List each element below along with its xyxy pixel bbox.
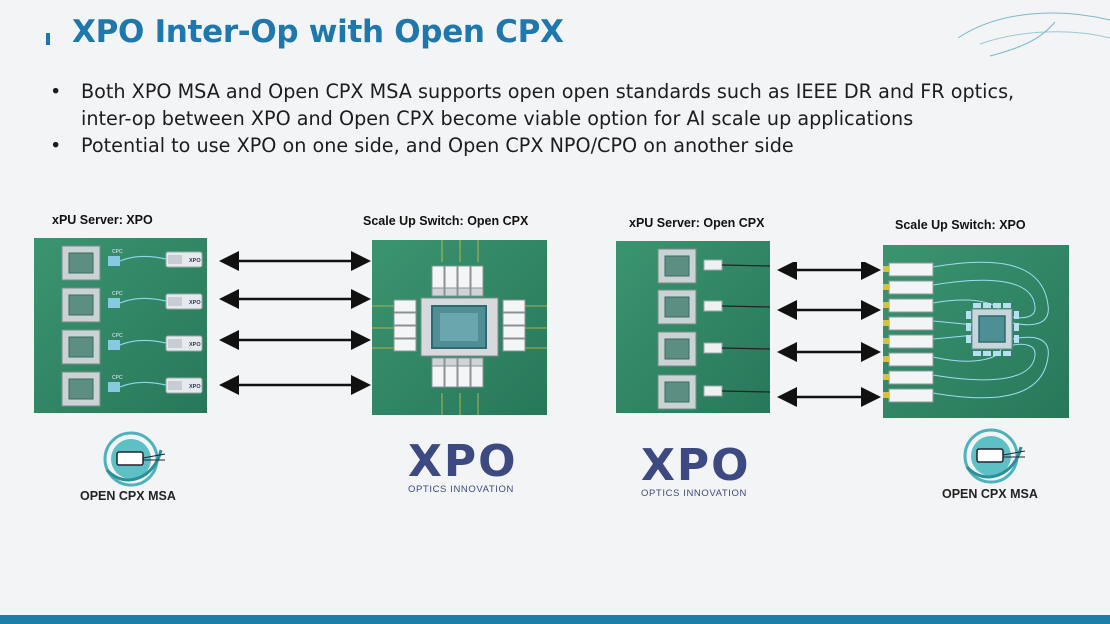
slide-title: XPO Inter-Op with Open CPX — [72, 14, 564, 50]
left-xpo-logo: XPO OPTICS INNOVATION — [408, 436, 518, 496]
bullet-text: Both XPO MSA and Open CPX MSA supports o… — [81, 80, 1015, 130]
xpo-logo-subtitle: OPTICS INNOVATION — [408, 484, 514, 495]
left-open-cpx-logo-text: OPEN CPX MSA — [80, 489, 176, 503]
left-server-label: xPU Server: XPO — [52, 213, 153, 227]
left-link-arrows — [219, 251, 371, 395]
open-cpx-msa-logo-icon — [103, 431, 166, 487]
right-server-board — [616, 241, 770, 413]
right-open-cpx-logo-text: OPEN CPX MSA — [942, 487, 1038, 501]
right-switch-label: Scale Up Switch: XPO — [895, 218, 1026, 232]
title-accent-bar — [46, 33, 50, 45]
right-switch-board — [883, 245, 1069, 418]
bullet-text: Potential to use XPO on one side, and Op… — [81, 134, 794, 157]
bullet-list: • Both XPO MSA and Open CPX MSA supports… — [46, 78, 1056, 159]
bullet-item: • Potential to use XPO on one side, and … — [46, 132, 1056, 159]
xpo-logo-word: XPO — [641, 440, 751, 491]
right-link-arrows — [777, 262, 881, 407]
bullet-dot: • — [50, 134, 62, 157]
right-xpo-logo: XPO OPTICS INNOVATION — [641, 440, 751, 500]
right-server-label: xPU Server: Open CPX — [629, 216, 765, 230]
open-cpx-msa-logo-icon — [963, 428, 1026, 484]
left-server-board: CPC XPO — [34, 238, 207, 413]
footer-bar — [0, 615, 1110, 624]
left-switch-board — [372, 240, 547, 415]
svg-text:CPC: CPC — [112, 249, 123, 255]
decorative-swoosh — [957, 12, 1110, 57]
xpo-logo-subtitle: OPTICS INNOVATION — [641, 488, 747, 499]
bullet-dot: • — [50, 80, 62, 103]
left-switch-label: Scale Up Switch: Open CPX — [363, 214, 529, 228]
svg-text:XPO: XPO — [189, 258, 201, 264]
bullet-item: • Both XPO MSA and Open CPX MSA supports… — [46, 78, 1056, 132]
xpo-logo-word: XPO — [408, 436, 518, 487]
